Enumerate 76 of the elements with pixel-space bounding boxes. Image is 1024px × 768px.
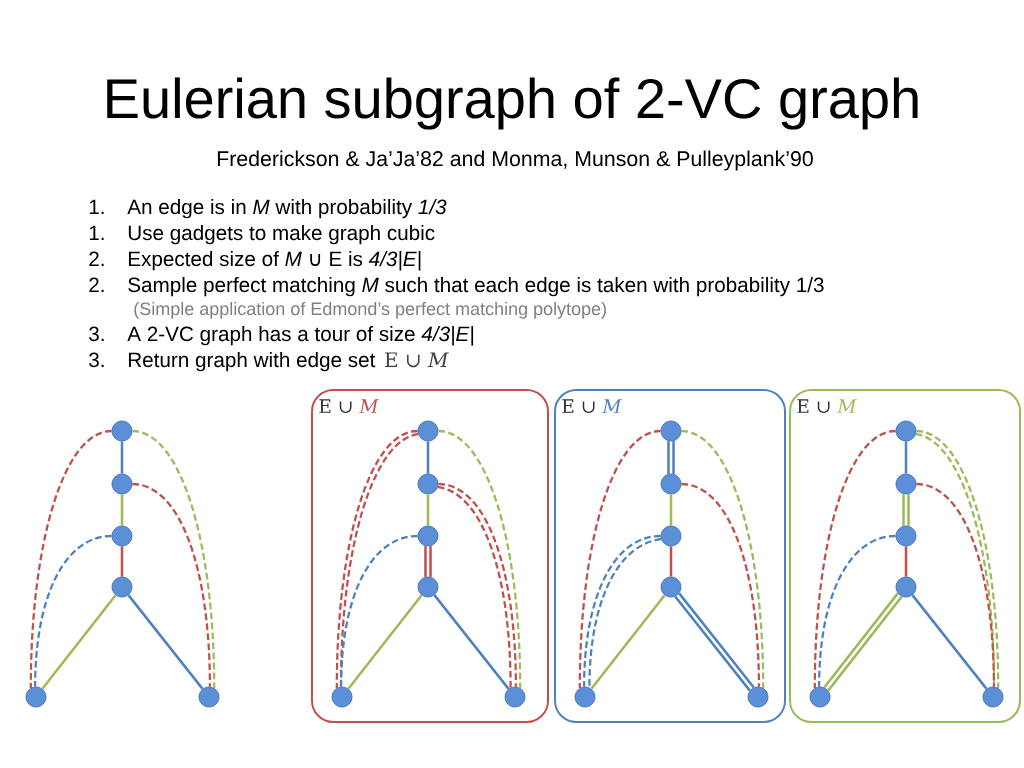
- list-number: 2.: [89, 277, 104, 292]
- graph-edge: [590, 594, 666, 690]
- dashed-edge: [33, 534, 112, 687]
- graph-vertex: [417, 473, 439, 495]
- graph-edge: [667, 441, 670, 474]
- graph-vertex: [417, 420, 439, 442]
- graph-edge: [902, 494, 905, 526]
- graph-vertex: [895, 473, 917, 495]
- graph-vertex: [747, 686, 769, 708]
- list-item: Use gadgets to make graph cubic: [128, 225, 435, 245]
- dashed-edge: [681, 429, 765, 689]
- graph-edge: [433, 594, 510, 690]
- graph-edge: [426, 441, 430, 474]
- graph-vertex: [25, 686, 47, 708]
- list-number: 2.: [89, 251, 104, 266]
- dashed-edge: [339, 534, 418, 687]
- dashed-edge: [681, 482, 761, 687]
- rounded-panel: E ∪ M: [554, 389, 786, 723]
- graph-vertex: [331, 686, 353, 708]
- dashed-edge: [29, 429, 112, 689]
- list-item: Sample perfect matching M such that each edge is taken with probability 1/3: [128, 277, 824, 297]
- graph-edge: [669, 546, 673, 577]
- list-number: 1.: [89, 225, 104, 240]
- list-item: Expected size of M ∪ E is 4/3|E|: [128, 251, 421, 271]
- graph-vertex: [895, 420, 917, 442]
- dashed-edge: [132, 429, 216, 689]
- note-text: (Simple application of Edmond’s perfect matching polytope): [134, 301, 606, 319]
- graph-vertex: [895, 525, 917, 547]
- graph-vertex: [111, 525, 133, 547]
- graph-vertex: [574, 686, 596, 708]
- graph-edge: [911, 594, 988, 690]
- dashed-edge: [916, 482, 996, 687]
- graph-vertex: [809, 686, 831, 708]
- graph-vertex: [660, 525, 682, 547]
- graph-vertex: [504, 686, 526, 708]
- list-number: 1.: [89, 199, 104, 214]
- graph-edge: [907, 494, 910, 526]
- graph-edge: [120, 546, 124, 577]
- graph-vertex: [895, 576, 917, 598]
- graph-vertex: [417, 576, 439, 598]
- graph-vertex: [660, 576, 682, 598]
- graph-vertex: [111, 473, 133, 495]
- graph-vertex: [111, 576, 133, 598]
- graph-vertex: [982, 686, 1004, 708]
- graph-vertex: [111, 420, 133, 442]
- graph-vertex: [417, 525, 439, 547]
- graph-edge: [669, 494, 673, 526]
- rounded-panel: E ∪ M: [789, 389, 1021, 723]
- graph-edge: [120, 441, 124, 474]
- list-item: An edge is in M with probability 1/3: [127, 199, 447, 219]
- graph-edge: [120, 494, 124, 526]
- graph-edge: [672, 441, 675, 474]
- dashed-edge: [817, 534, 896, 687]
- list-item: Return graph with edge set: [128, 352, 376, 372]
- subtitle: Frederickson & Ja’Ja’82 and Monma, Munson & Pulleyplank’90: [217, 150, 813, 171]
- list-item: A 2-VC graph has a tour of size 4/3|E|: [127, 326, 474, 346]
- dashed-edge: [813, 429, 896, 689]
- graph-edge: [904, 546, 908, 577]
- dashed-edge: [438, 429, 522, 688]
- slide-title: Eulerian subgraph of 2-VC graph: [107, 77, 918, 130]
- graph-vertex: [660, 473, 682, 495]
- graph-edge: [904, 441, 908, 474]
- graph-edge: [347, 594, 423, 690]
- graph-edge: [127, 594, 204, 690]
- graph-edge: [426, 494, 430, 526]
- rounded-panel: E ∪ M: [311, 389, 549, 723]
- dashed-edge: [578, 429, 661, 688]
- list-number: 3.: [89, 352, 104, 368]
- dashed-edge: [132, 482, 212, 687]
- graph-edge: [41, 594, 117, 690]
- graph-edge: [429, 546, 432, 577]
- graph-vertex: [660, 420, 682, 442]
- graph-edge: [424, 546, 427, 577]
- formula: E ∪ M: [385, 352, 449, 368]
- graph-vertex: [198, 686, 220, 708]
- list-number: 3.: [89, 326, 104, 342]
